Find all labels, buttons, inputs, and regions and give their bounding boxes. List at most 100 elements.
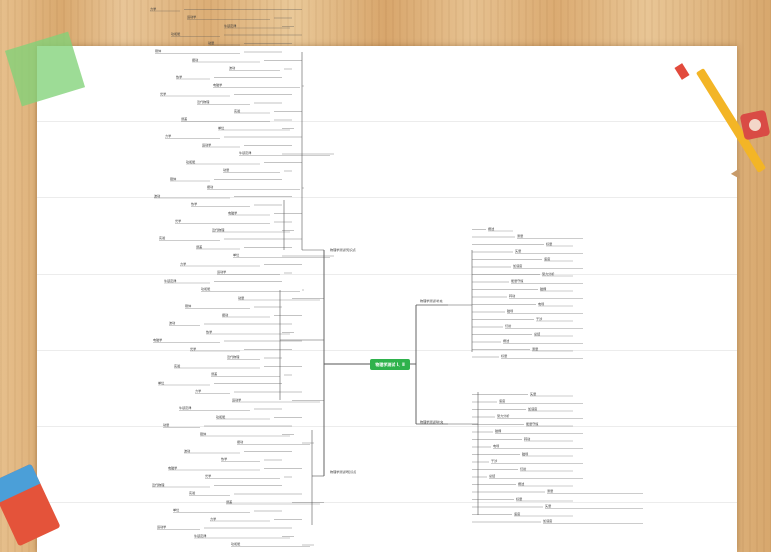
leaf-node-left[interactable]: 单位 (158, 380, 165, 385)
leaf-node-right[interactable]: 测量 (547, 489, 554, 493)
leaf-node-left[interactable]: 力学 (210, 516, 217, 521)
leaf-node-left[interactable]: 振动 (237, 440, 244, 444)
leaf-node-left[interactable]: 动量 (208, 40, 215, 45)
leaf-node-left[interactable]: 电磁学 (168, 465, 178, 470)
leaf-node-left[interactable]: 振动 (222, 312, 229, 317)
leaf-node-left[interactable]: 实验 (189, 491, 196, 495)
leaf-node-right[interactable]: 速度 (499, 399, 506, 403)
leaf-node-right[interactable]: 受力分析 (542, 271, 555, 276)
leaf-node-left[interactable]: 电磁学 (153, 338, 163, 342)
leaf-node-right[interactable]: 磁场 (507, 309, 514, 313)
leaf-node-right[interactable]: 总结 (489, 474, 496, 478)
leaf-node-left[interactable]: 牛顿定律 (179, 406, 192, 410)
leaf-node-left[interactable]: 光学 (205, 474, 212, 478)
leaf-node-left[interactable]: 刚体 (200, 431, 207, 436)
leaf-node-left[interactable]: 近代物理 (212, 227, 225, 232)
leaf-node-right[interactable]: 转动 (509, 294, 516, 298)
leaf-node-left[interactable]: 实验 (174, 363, 181, 368)
leaf-node-left[interactable]: 刚体 (155, 49, 162, 53)
leaf-node-left[interactable]: 热学 (176, 74, 183, 79)
leaf-node-right[interactable]: 速度 (514, 511, 521, 516)
leaf-node-left[interactable]: 波动 (229, 66, 236, 70)
leaf-node-left[interactable]: 实验 (159, 236, 166, 240)
leaf-node-left[interactable]: 动量 (163, 423, 170, 427)
leaf-node-right[interactable]: 标量 (501, 354, 508, 358)
leaf-node-left[interactable]: 刚体 (170, 176, 177, 181)
leaf-node-left[interactable]: 运动学 (187, 15, 197, 19)
leaf-node-right[interactable]: 矢量 (515, 249, 522, 253)
leaf-node-left[interactable]: 波动 (154, 193, 161, 198)
leaf-node-right[interactable]: 转动 (524, 436, 531, 441)
leaf-node-right[interactable]: 标量 (516, 496, 523, 501)
leaf-node-left[interactable]: 热学 (221, 457, 228, 461)
leaf-node-left[interactable]: 光学 (175, 219, 182, 223)
leaf-node-right[interactable]: 干涉 (536, 316, 543, 321)
branch-node-bottom-left[interactable]: 物理学测试Ⅱ知识点 (330, 470, 357, 474)
leaf-node-left[interactable]: 运动学 (202, 142, 212, 147)
leaf-node-right[interactable]: 电场 (493, 444, 500, 448)
leaf-node-left[interactable]: 功和能 (231, 542, 241, 546)
leaf-node-left[interactable]: 牛顿定律 (194, 533, 207, 538)
root-node[interactable]: 物理学测试 Ⅰ、Ⅱ (370, 359, 410, 370)
leaf-node-right[interactable]: 磁场 (522, 451, 529, 456)
leaf-node-left[interactable]: 误差 (211, 372, 218, 376)
leaf-node-left[interactable]: 动量 (238, 295, 245, 300)
leaf-node-left[interactable]: 振动 (207, 185, 214, 189)
leaf-node-right[interactable]: 能量守恒 (526, 421, 539, 426)
leaf-node-right[interactable]: 干涉 (491, 459, 498, 463)
leaf-node-left[interactable]: 热学 (191, 202, 198, 206)
leaf-node-right[interactable]: 衍射 (505, 324, 512, 328)
leaf-node-right[interactable]: 电场 (538, 301, 545, 306)
leaf-node-left[interactable]: 近代物理 (152, 482, 165, 487)
leaf-node-left[interactable]: 力学 (180, 261, 187, 266)
leaf-node-left[interactable]: 运动学 (217, 270, 227, 274)
leaf-node-right[interactable]: 概述 (503, 339, 510, 343)
leaf-node-left[interactable]: 功和能 (186, 159, 196, 164)
leaf-node-left[interactable]: 力学 (195, 389, 202, 393)
leaf-node-left[interactable]: 波动 (169, 321, 176, 325)
leaf-node-left[interactable]: 单位 (173, 508, 180, 512)
leaf-node-left[interactable]: 误差 (181, 117, 188, 121)
leaf-node-left[interactable]: 近代物理 (197, 100, 210, 104)
leaf-node-right[interactable]: 标量 (546, 241, 553, 246)
leaf-node-right[interactable]: 矢量 (545, 504, 552, 508)
leaf-node-left[interactable]: 牛顿定律 (164, 278, 177, 283)
leaf-node-right[interactable]: 能量守恒 (511, 279, 524, 283)
leaf-node-right[interactable]: 概述 (488, 226, 495, 231)
leaf-node-left[interactable]: 运动学 (232, 397, 242, 402)
leaf-node-right[interactable]: 碰撞 (495, 429, 502, 433)
leaf-node-right[interactable]: 加速度 (528, 406, 538, 411)
leaf-node-left[interactable]: 牛顿定律 (224, 23, 237, 28)
branch-node-top-right[interactable]: 物理学测试Ⅰ补充 (420, 299, 443, 303)
leaf-node-left[interactable]: 刚体 (185, 304, 192, 308)
leaf-node-right[interactable]: 加速度 (513, 264, 523, 268)
leaf-node-left[interactable]: 实验 (234, 108, 241, 113)
leaf-node-left[interactable]: 单位 (218, 125, 225, 130)
leaf-node-left[interactable]: 误差 (226, 499, 233, 504)
leaf-node-left[interactable]: 力学 (165, 134, 172, 138)
leaf-node-left[interactable]: 近代物理 (227, 355, 240, 359)
leaf-node-left[interactable]: 动量 (223, 168, 230, 172)
leaf-node-right[interactable]: 测量 (532, 346, 539, 351)
leaf-node-left[interactable]: 误差 (196, 244, 203, 249)
leaf-node-right[interactable]: 碰撞 (540, 286, 547, 291)
leaf-node-left[interactable]: 电磁学 (213, 83, 223, 87)
leaf-node-right[interactable]: 概述 (518, 481, 525, 486)
leaf-node-left[interactable]: 光学 (190, 346, 197, 351)
leaf-node-left[interactable]: 光学 (160, 91, 167, 96)
leaf-node-left[interactable]: 电磁学 (228, 210, 238, 215)
leaf-node-left[interactable]: 热学 (206, 329, 213, 334)
leaf-node-left[interactable]: 力学 (150, 6, 157, 11)
leaf-node-right[interactable]: 受力分析 (497, 414, 510, 418)
leaf-node-left[interactable]: 单位 (233, 253, 240, 257)
leaf-node-left[interactable]: 功和能 (216, 414, 226, 419)
leaf-node-left[interactable]: 功和能 (171, 32, 181, 36)
branch-node-bottom-right[interactable]: 物理学测试Ⅱ补充 (420, 420, 444, 424)
leaf-node-left[interactable]: 功和能 (201, 287, 211, 291)
leaf-node-right[interactable]: 加速度 (543, 519, 553, 523)
branch-node-top-left[interactable]: 物理学测试Ⅰ知识点 (330, 248, 356, 252)
leaf-node-right[interactable]: 矢量 (530, 391, 537, 396)
leaf-node-right[interactable]: 衍射 (520, 466, 527, 471)
leaf-node-right[interactable]: 总结 (534, 331, 541, 336)
leaf-node-left[interactable]: 运动学 (157, 525, 167, 529)
